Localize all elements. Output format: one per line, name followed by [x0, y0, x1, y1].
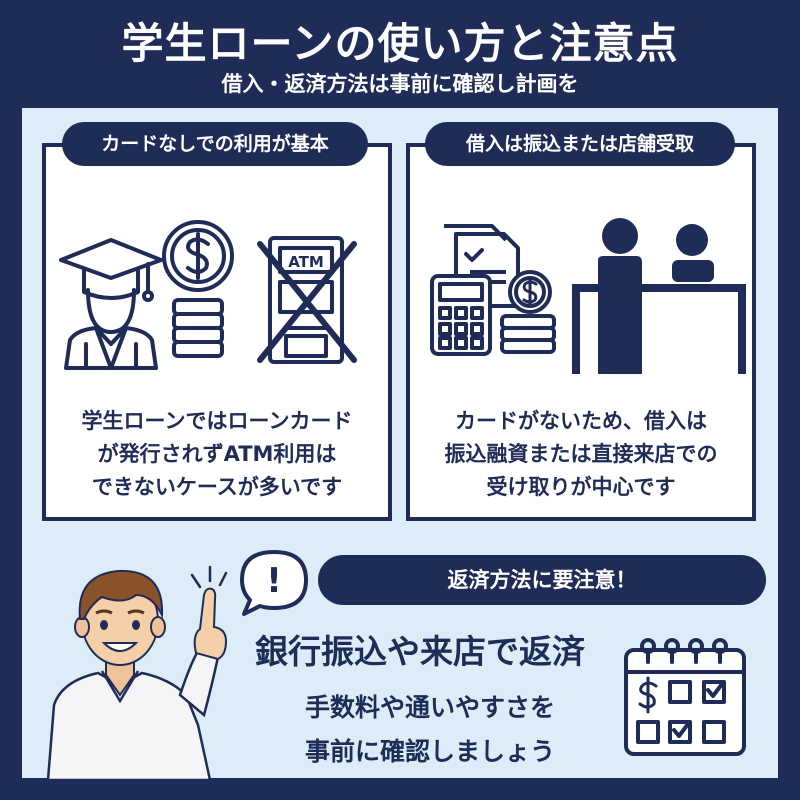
repayment-advice: 手数料や通いやすさを 事前に確認しましょう: [270, 686, 590, 774]
repayment-advice-line: 手数料や通いやすさを: [304, 693, 555, 722]
repayment-headline: 銀行振込や来店で返済: [255, 632, 585, 671]
card-left-line: が発行されずATM利用は: [97, 442, 337, 466]
coin-stack-icon: [162, 220, 234, 358]
card-left-line: 学生ローンではローンカード: [81, 409, 353, 433]
exclamation-bubble-icon: !: [240, 550, 308, 616]
page-title: 学生ローンの使い方と注意点: [121, 19, 679, 68]
store-counter-icon: [572, 218, 746, 374]
card-tag-transfer: 借入は振込または店舗受取: [425, 122, 735, 166]
page-subtitle: 借入・返済方法は事前に確認し計画を: [221, 72, 579, 96]
atm-label: ATM: [288, 253, 324, 271]
graduate-icon: [59, 238, 163, 370]
card-tag-no-card: カードなしでの利用が基本: [62, 122, 368, 166]
repayment-caution-pill: 返済方法に要注意！: [318, 555, 766, 605]
card-transfer-description: カードがないため、借入は 振込融資または直接来店での 受け取りが中心です: [406, 405, 756, 504]
repayment-advice-line: 事前に確認しましょう: [304, 737, 555, 766]
card-right-line: 振込融資または直接来店での: [444, 442, 718, 466]
calculator-document-icon: [430, 224, 556, 356]
calendar-checklist-icon: [624, 638, 746, 756]
atm-crossed-icon: ATM: [257, 236, 357, 364]
exclamation-mark: !: [266, 561, 282, 601]
man-pointing-illustration: [46, 565, 228, 780]
card-left-line: できないケースが多いです: [91, 475, 343, 499]
card-right-line: カードがないため、借入は: [455, 409, 707, 433]
card-no-card-description: 学生ローンではローンカード が発行されずATM利用は できないケースが多いです: [42, 405, 392, 504]
card-right-line: 受け取りが中心です: [486, 475, 676, 499]
